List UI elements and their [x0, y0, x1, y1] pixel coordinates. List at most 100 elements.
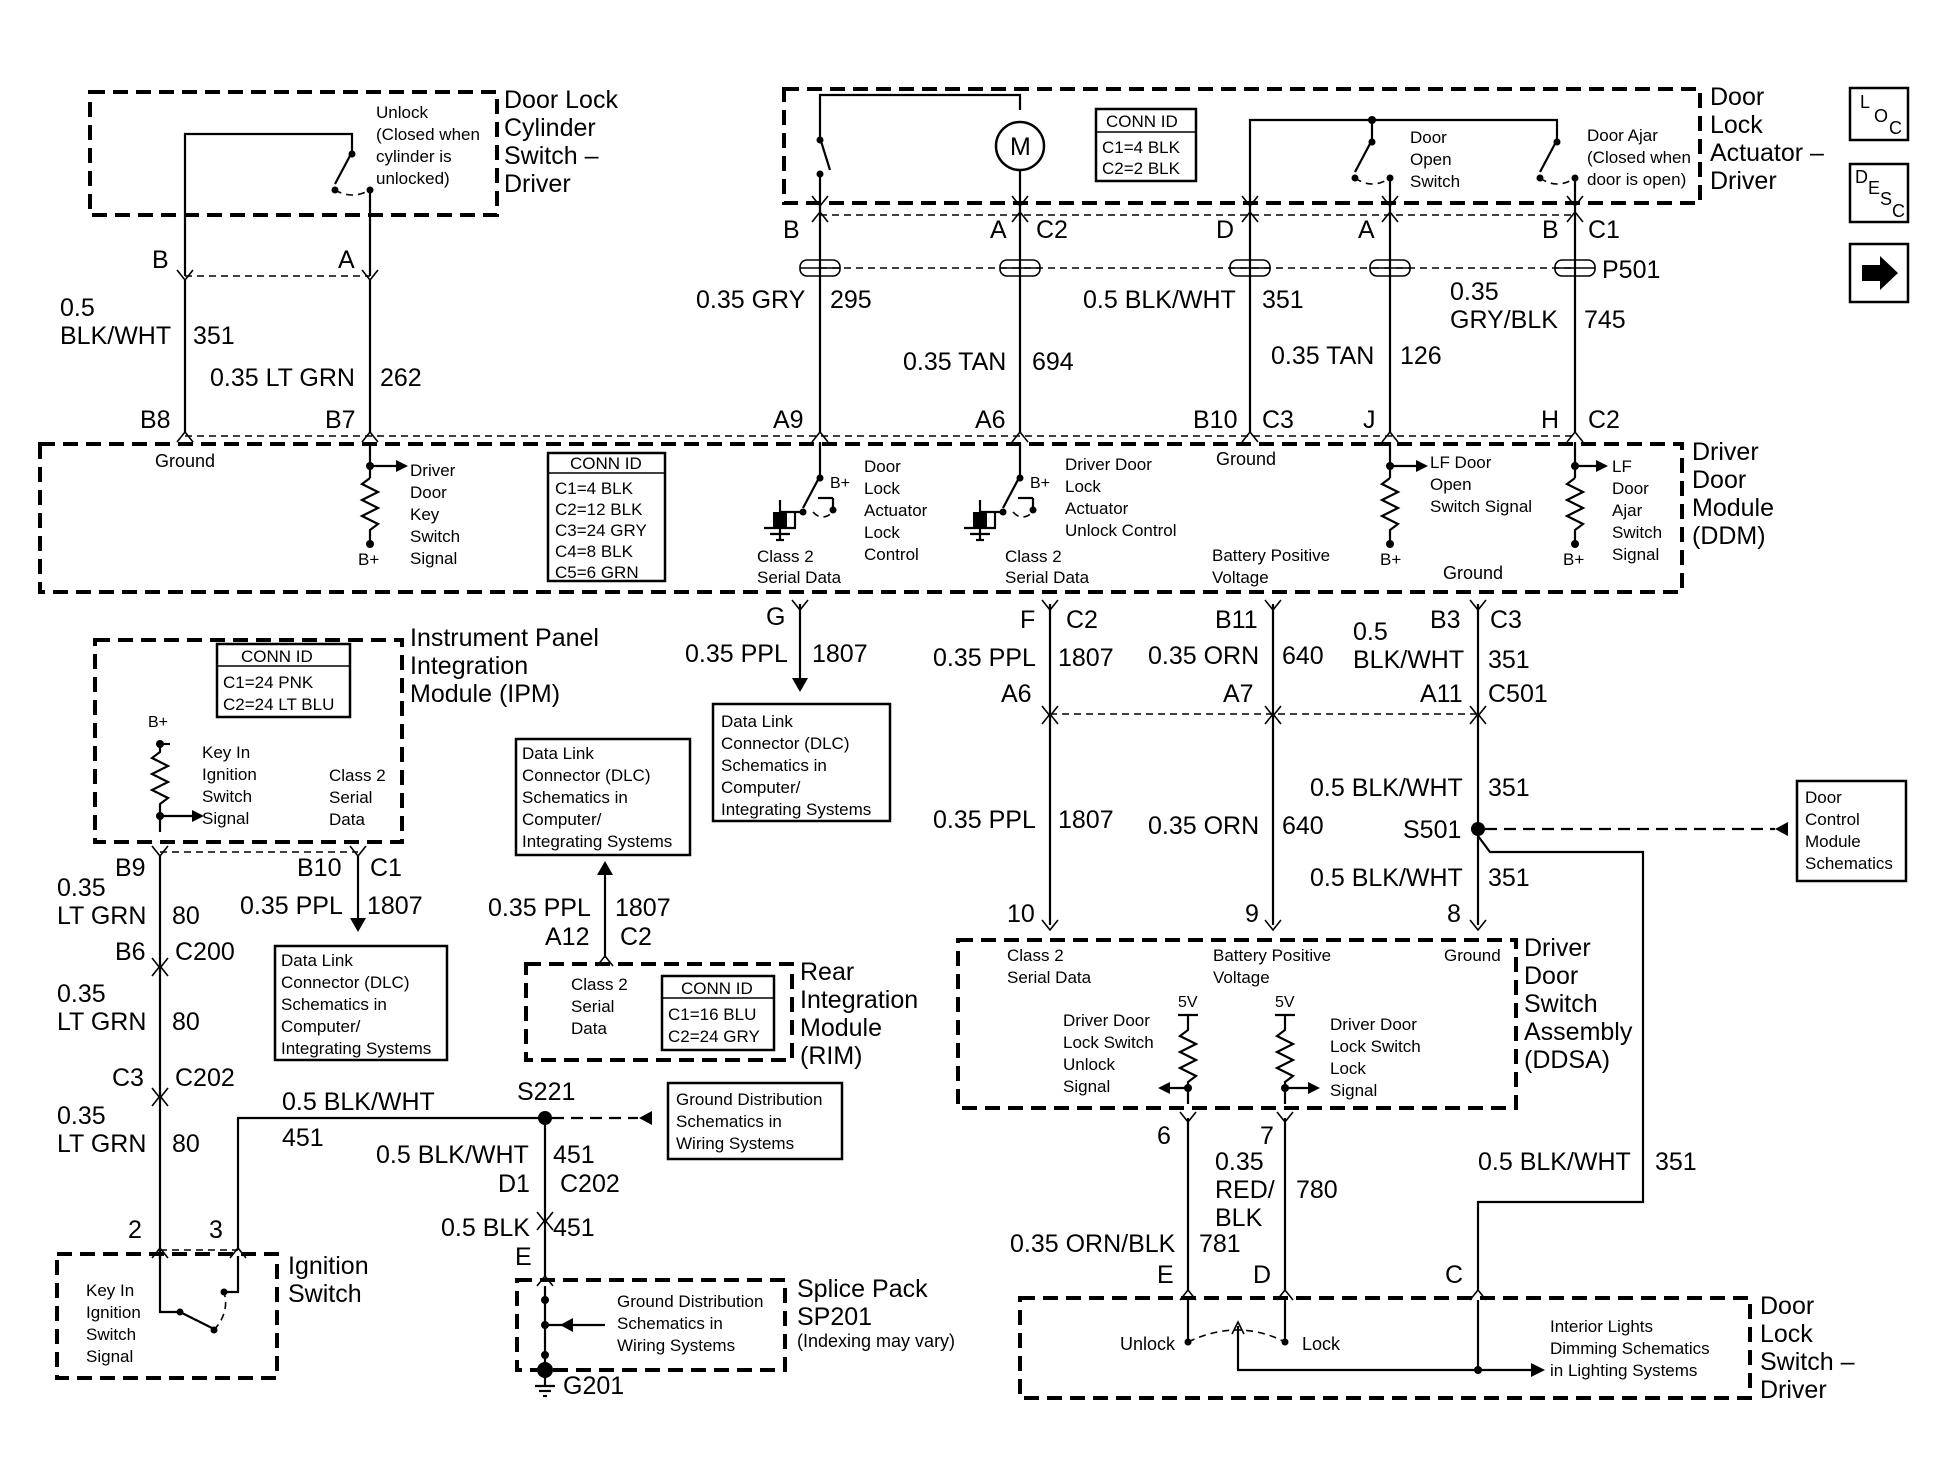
cyl-switch-title-4: Driver — [504, 170, 571, 198]
act-pin-c1: C1 — [1588, 216, 1620, 244]
ddm-conn-id-header: CONN ID — [570, 454, 642, 473]
door-ajar-switch-1: Door Ajar — [1587, 126, 1658, 145]
dcm-ref-1: Door — [1805, 788, 1842, 807]
act-pin-b2: B — [1542, 216, 1559, 244]
w262-gauge: 0.35 LT GRN — [210, 364, 355, 392]
ipm-conn-header: CONN ID — [241, 647, 313, 666]
ddsa-class2-1: Class 2 — [1007, 946, 1064, 965]
rim-title-3: Module — [800, 1014, 882, 1042]
ddm-class2b-2: Serial Data — [1005, 568, 1090, 587]
actuator-conn-c1: C1=4 BLK — [1102, 138, 1181, 157]
dls-interior-1: Interior Lights — [1550, 1317, 1653, 1336]
instrument-panel-integration-module: CONN ID C1=24 PNK C2=24 LT BLU B+ Key In… — [93, 624, 599, 882]
dls-interior-3: in Lighting Systems — [1550, 1361, 1697, 1380]
gd-ref-3: Wiring Systems — [676, 1134, 794, 1153]
ddm-lockctrl-1: Door — [864, 457, 901, 476]
w126-gauge: 0.35 TAN — [1271, 342, 1374, 370]
w640-gauge: 0.35 ORN — [1148, 642, 1259, 670]
dls-unlock: Unlock — [1120, 1334, 1176, 1354]
dls-title-1: Door — [1760, 1292, 1814, 1320]
ddm-battery-2: Voltage — [1212, 568, 1269, 587]
w451c-gauge: 0.5 BLK — [441, 1214, 530, 1242]
ign-label-4: Signal — [86, 1347, 133, 1366]
dls-title-3: Switch – — [1760, 1348, 1855, 1376]
ddm-unlock-4: Unlock Control — [1065, 521, 1177, 540]
w640b-circuit: 640 — [1282, 812, 1324, 840]
w351act-circuit: 351 — [1262, 286, 1304, 314]
w640b-gauge: 0.35 ORN — [1148, 812, 1259, 840]
door-control-reference: Door Control Module Schematics — [1795, 779, 1908, 883]
w780-gauge-2: RED/ — [1215, 1176, 1275, 1204]
ddm-unlock-1: Driver Door — [1065, 455, 1152, 474]
actuator-conn-id-header: CONN ID — [1106, 112, 1178, 131]
w351s2-circuit: 351 — [1488, 864, 1530, 892]
dcm-ref-2: Control — [1805, 810, 1860, 829]
desc-c: C — [1892, 201, 1905, 221]
desc-icon[interactable]: D E S C — [1848, 162, 1910, 224]
w262-circuit: 262 — [380, 364, 422, 392]
loc-o: O — [1874, 106, 1888, 126]
ddm-pin-c2b: C2 — [1066, 606, 1098, 634]
ddm-ground-left: Ground — [155, 451, 215, 471]
next-arrow-icon[interactable] — [1848, 242, 1910, 304]
w351b3-gauge-1: 0.5 — [1353, 618, 1388, 646]
ddm-battery-1: Battery Positive — [1212, 546, 1330, 565]
c501-pin-a7: A7 — [1223, 680, 1254, 708]
ddsa-pin-7: 7 — [1260, 1122, 1274, 1150]
ddm-pin-b7: B7 — [325, 406, 356, 434]
ipm-bplus: B+ — [148, 714, 168, 731]
rim-pin-a12: A12 — [545, 923, 589, 951]
rim-pin-c2: C2 — [620, 923, 652, 951]
ddsa-lock-4: Signal — [1330, 1081, 1377, 1100]
ipm-class2-1: Class 2 — [329, 766, 386, 785]
ddsa-class2-2: Serial Data — [1007, 968, 1092, 987]
rim-class2-3: Data — [571, 1019, 607, 1038]
ign-pin-3: 3 — [209, 1216, 223, 1244]
ipm-keyin-2: Ignition — [202, 765, 257, 784]
c202-label: C202 — [175, 1064, 235, 1092]
ddm-pin-g: G — [766, 603, 785, 631]
door-lock-actuator: M CONN ID C1=4 BLK C2=2 BLK Door Open Sw… — [782, 83, 1824, 284]
w745-gauge-1: 0.35 — [1450, 278, 1499, 306]
dlc2-l5: Integrating Systems — [522, 832, 672, 851]
ddm-lf-ajar-1: LF — [1612, 457, 1632, 476]
dls-title-2: Lock — [1760, 1320, 1813, 1348]
w780-gauge-3: BLK — [1215, 1204, 1263, 1232]
w1807b-circuit: 1807 — [1058, 806, 1114, 834]
c202-pin: C3 — [112, 1064, 144, 1092]
sp-gd-2: Schematics in — [617, 1314, 723, 1333]
ddm-pin-j: J — [1363, 406, 1376, 434]
c501-pin-a6: A6 — [1001, 680, 1032, 708]
w694-gauge: 0.35 TAN — [903, 348, 1006, 376]
sp-title-2: SP201 — [797, 1303, 872, 1331]
gd-ref-2: Schematics in — [676, 1112, 782, 1131]
ddm-lf-open-bplus: B+ — [1380, 550, 1401, 569]
ddm-ground-bottom: Ground — [1443, 563, 1503, 583]
w640-circuit: 640 — [1282, 642, 1324, 670]
driver-door-module: B8 B7 A9 A6 B10 C3 J H C2 Ground B+ Driv… — [38, 406, 1774, 634]
rim-class2-2: Serial — [571, 997, 614, 1016]
loc-c: C — [1889, 118, 1902, 138]
dls-pin-e: E — [1157, 1261, 1174, 1289]
w295-gauge: 0.35 GRY — [696, 286, 806, 314]
ddsa-title-4: Assembly — [1524, 1018, 1633, 1046]
driver-door-switch-assembly: 10 9 8 Class 2 Serial Data Battery Posit… — [956, 900, 1633, 1290]
ign-pin-2: 2 — [128, 1216, 142, 1244]
splice-pack-sp201: Ground Distribution Schematics in Wiring… — [515, 1274, 955, 1400]
motor-symbol: M — [1010, 133, 1031, 161]
w745-circuit: 745 — [1584, 306, 1626, 334]
door-ajar-switch-2: (Closed when — [1587, 148, 1691, 167]
ipm-wires: 0.35 PPL 1807 0.35 LT GRN 80 B6 C200 0.3… — [57, 856, 423, 1260]
c501-label: C501 — [1488, 680, 1548, 708]
loc-icon[interactable]: L O C — [1848, 86, 1910, 142]
ipm-title-3: Module (IPM) — [410, 680, 560, 708]
ign-label-3: Switch — [86, 1325, 136, 1344]
ddm-lf-open-1: LF Door — [1430, 453, 1492, 472]
w351b3-circuit: 351 — [1488, 646, 1530, 674]
ddm-unlock-2: Lock — [1065, 477, 1101, 496]
w1807rim-gauge: 0.35 PPL — [488, 894, 591, 922]
w80a-circuit: 80 — [172, 902, 200, 930]
dls-interior-2: Dimming Schematics — [1550, 1339, 1710, 1358]
ipm-class2-2: Serial — [329, 788, 372, 807]
